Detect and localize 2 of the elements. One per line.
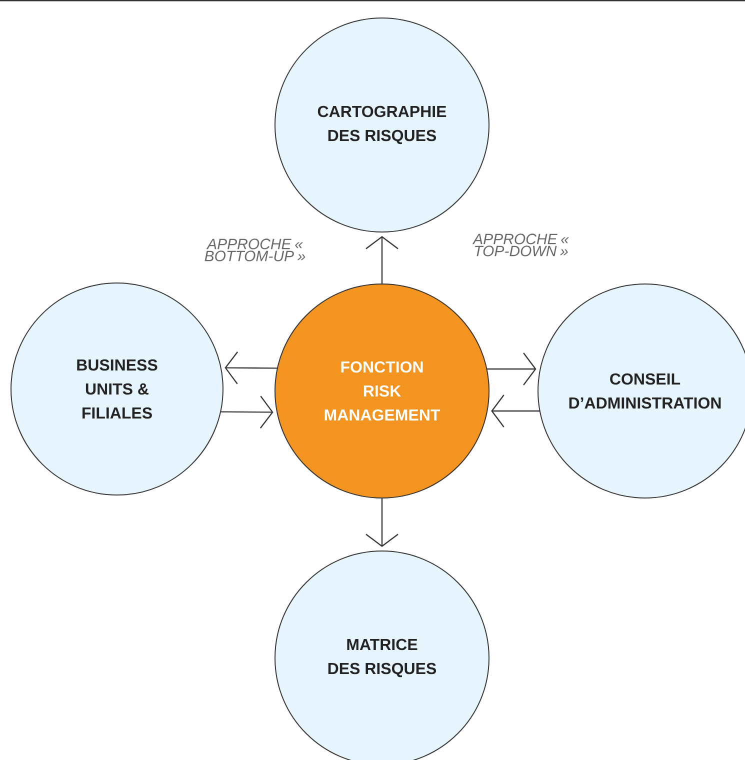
approach-label: APPROCHE « TOP-DOWN »	[472, 234, 569, 256]
approach-label: APPROCHE « BOTTOM-UP »	[204, 238, 306, 262]
